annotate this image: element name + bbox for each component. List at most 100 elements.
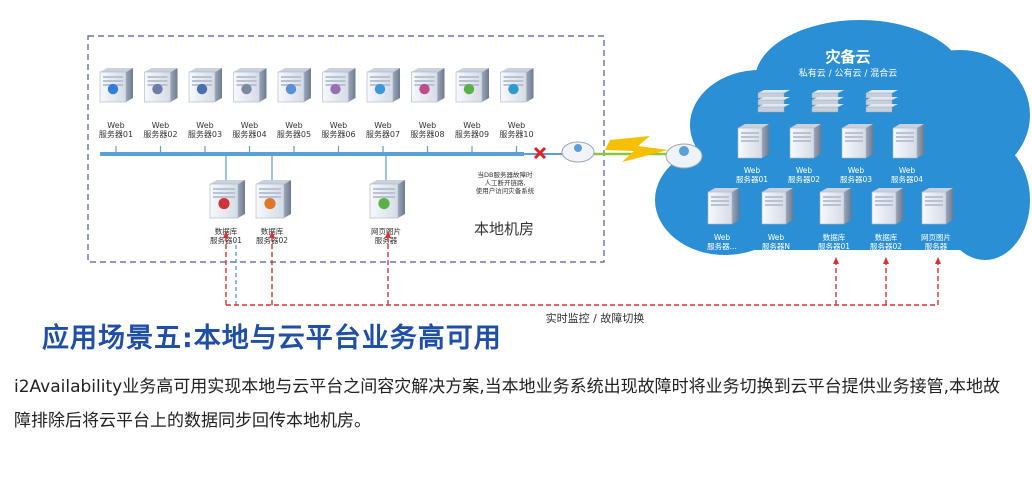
failure-note-line: 当DB服务器故障时 <box>478 170 533 179</box>
web-server-icon <box>188 68 222 103</box>
server-label-line2: 服务器02 <box>870 241 902 251</box>
cloud-storage-servers <box>757 90 898 113</box>
server-label-line2: 服务器... <box>707 241 737 251</box>
storage-server-icon <box>757 90 790 113</box>
server-label-line2: 服务器10 <box>499 129 533 139</box>
cloud-server-icon <box>921 188 953 225</box>
failure-note-line: 人工断开链路, <box>484 178 525 187</box>
server-logo-icon <box>152 83 163 95</box>
server-label-line1: Web <box>241 121 258 130</box>
server-label-line1: 数据库 <box>875 232 898 242</box>
monitoring-links <box>223 231 941 306</box>
db-server-icon <box>369 180 405 219</box>
server-label-line1: Web <box>796 166 813 175</box>
server-label-line2: 服务器01 <box>99 129 133 139</box>
storage-server-icon <box>865 90 898 113</box>
architecture-diagram: Web服务器01Web服务器02Web服务器03Web服务器04Web服务器05… <box>87 20 1030 325</box>
server-label-line2: 服务器08 <box>410 129 444 139</box>
server-logo-icon <box>241 83 252 95</box>
server-logo-icon <box>378 197 390 210</box>
web-server-icon <box>277 68 311 103</box>
network-bus <box>100 152 524 156</box>
server-logo-icon <box>419 83 430 95</box>
cloud-web-server-icon <box>789 124 821 159</box>
db-server-icon <box>209 180 245 219</box>
server-label-line1: 数据库 <box>215 226 238 236</box>
server-logo-icon <box>264 197 276 210</box>
server-label-line1: Web <box>744 166 761 175</box>
server-label-line1: 数据库 <box>823 232 846 242</box>
server-label-line1: Web <box>196 121 213 130</box>
server-label-line1: 网页图片 <box>371 226 401 236</box>
server-label-line1: 数据库 <box>261 226 284 236</box>
cloud-gateway-icon <box>665 143 703 169</box>
cloud-web-server-icon <box>892 124 924 159</box>
server-label-line2: 服务器03 <box>840 174 872 184</box>
server-label-line2: 服务器05 <box>277 129 311 139</box>
cloud-title: 灾备云 <box>825 48 870 66</box>
cloud-web-server-icon <box>841 124 873 159</box>
cloud-server-icon <box>819 188 851 225</box>
server-logo-icon <box>218 197 230 210</box>
server-label-line1: Web <box>899 166 916 175</box>
failure-note: 当DB服务器故障时人工断开链路,使用户访问灾备系统 <box>476 170 535 195</box>
server-label-line2: 服务器02 <box>788 174 820 184</box>
router-icon <box>561 141 595 163</box>
web-server-icon <box>500 68 534 103</box>
server-label-line2: 服务器04 <box>232 129 266 139</box>
web-server-icon <box>366 68 400 103</box>
server-logo-icon <box>285 83 297 95</box>
cloud-server-icon <box>871 188 903 225</box>
server-label-line2: 服务器01 <box>736 174 768 184</box>
section-heading: 应用场景五:本地与云平台业务高可用 <box>42 323 502 354</box>
server-label-line1: Web <box>419 121 436 130</box>
section-description: i2Availability业务高可用实现本地与云平台之间容灾解决方案,当本地业… <box>14 377 1001 431</box>
storage-server-icon <box>811 90 844 113</box>
server-label-line1: Web <box>714 233 731 242</box>
disconnect-x-icon <box>533 146 547 160</box>
local-room-label: 本地机房 <box>474 220 534 238</box>
local-room-frame <box>87 35 605 263</box>
web-server-icon <box>233 68 267 103</box>
server-label-line1: Web <box>285 121 302 130</box>
server-label-line1: 网页图片 <box>921 232 951 242</box>
server-label-line1: Web <box>330 121 347 130</box>
server-label-line2: 服务器02 <box>143 129 177 139</box>
server-label-line2: 服务器01 <box>818 241 850 251</box>
failure-note-line: 使用户访问灾备系统 <box>476 186 535 195</box>
server-label-line2: 服务器03 <box>188 129 222 139</box>
server-label-line1: Web <box>107 121 124 130</box>
server-logo-icon <box>330 83 341 95</box>
server-logo-icon <box>374 83 386 95</box>
cloud-server-icon <box>707 188 739 225</box>
web-server-icon <box>411 68 445 103</box>
server-logo-icon <box>508 83 519 95</box>
server-label-line1: Web <box>768 233 785 242</box>
server-label-line1: Web <box>508 121 525 130</box>
server-label-line2: 服务器 <box>925 241 948 251</box>
server-label-line1: Web <box>374 121 391 130</box>
cloud-server-icon <box>761 188 793 225</box>
server-label-line2: 服务器09 <box>455 129 489 139</box>
cloud-web-server-icon <box>737 124 769 159</box>
server-label-line1: Web <box>152 121 169 130</box>
server-label-line2: 服务器 <box>375 235 398 245</box>
server-label-line2: 服务器06 <box>321 129 355 139</box>
lightning-icon <box>605 136 668 162</box>
server-label-line1: Web <box>848 166 865 175</box>
server-logo-icon <box>463 83 475 95</box>
cloud-subtitle: 私有云 / 公有云 / 混合云 <box>799 67 898 79</box>
server-label-line2: 服务器04 <box>891 174 923 184</box>
server-label-line2: 服务器07 <box>366 129 400 139</box>
monitor-label: 实时监控 / 故障切换 <box>546 311 645 325</box>
server-logo-icon <box>107 83 119 95</box>
db-server-icon <box>255 180 291 219</box>
web-server-icon <box>99 68 133 103</box>
server-logo-icon <box>196 83 208 95</box>
server-label-line2: 服务器N <box>762 241 790 251</box>
local-web-servers: Web服务器01Web服务器02Web服务器03Web服务器04Web服务器05… <box>99 68 534 152</box>
